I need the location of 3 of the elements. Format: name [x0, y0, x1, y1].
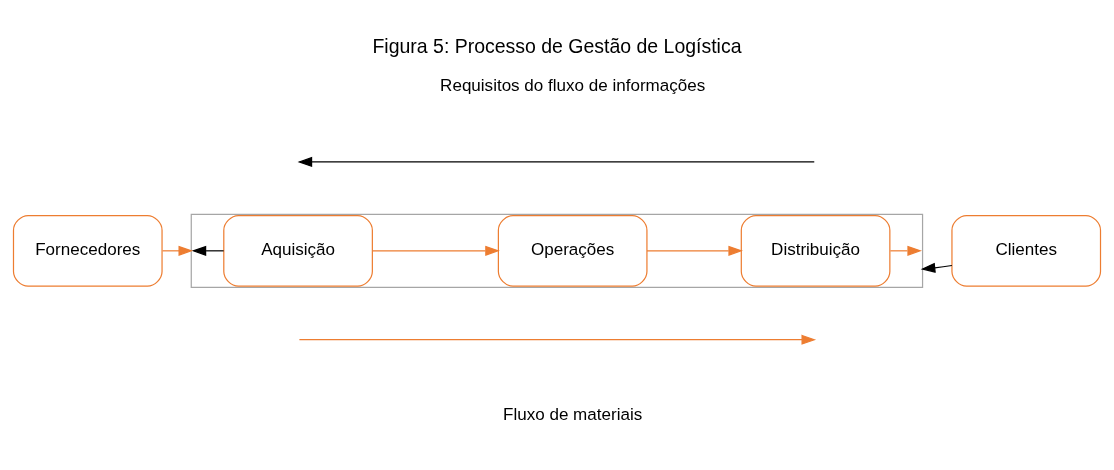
- diagram-title: Figura 5: Processo de Gestão de Logística: [372, 35, 742, 58]
- label: Requisitos do fluxo de informações: [440, 75, 706, 95]
- label: Fluxo de materiais: [503, 404, 643, 424]
